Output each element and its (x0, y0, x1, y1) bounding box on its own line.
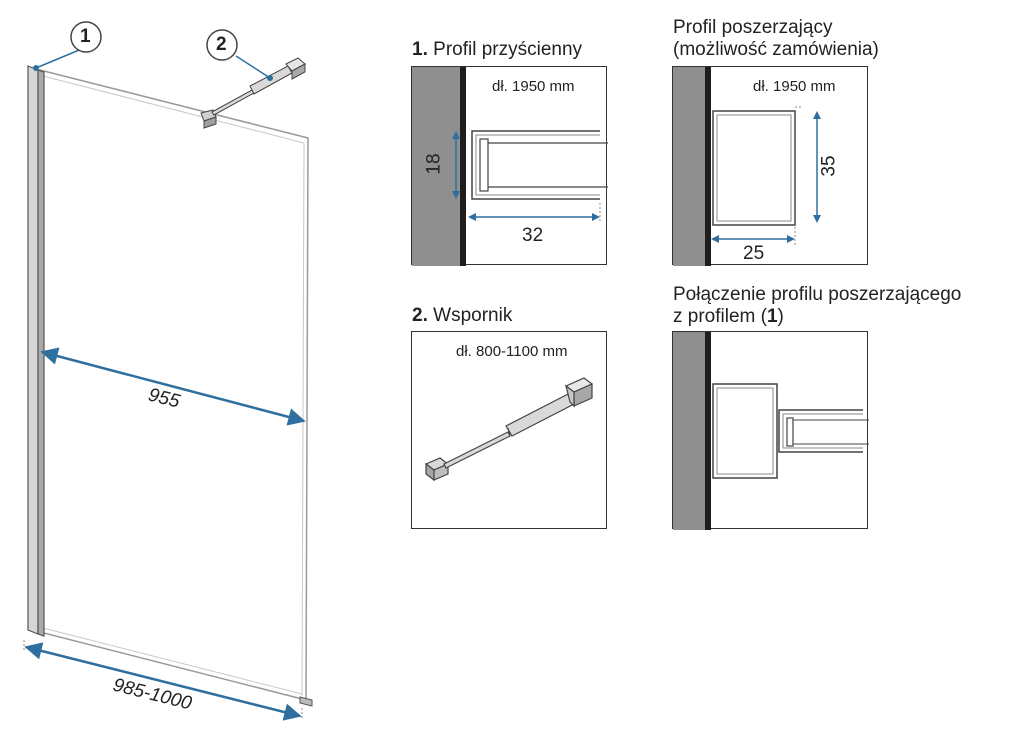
dimension-955-line (40, 347, 306, 426)
bracket-length: dł. 800-1100 mm (456, 343, 568, 360)
callout-1-leader (35, 47, 85, 69)
panel-foot (299, 696, 313, 707)
wall-profile-length: dł. 1950 mm (492, 78, 575, 95)
bracket-box: dł. 800-1100 mm (411, 331, 607, 529)
callout-2-number: 2 (216, 34, 227, 55)
wall-profile-box: dł. 1950 mm 18 32 (411, 66, 608, 266)
connection-title-1: Połączenie profilu poszerzającego (673, 284, 962, 305)
wall-profile-bar (27, 65, 45, 637)
extension-profile-section-drawing (673, 67, 821, 266)
extension-profile-title-2: (możliwość zamówienia) (673, 39, 879, 60)
connection-title-2: z profilem (1) (673, 306, 784, 327)
callout-2-circle (206, 29, 238, 61)
callout-1-dot (33, 65, 39, 71)
callout-1-number: 1 (80, 26, 91, 47)
connection-section-drawing (673, 332, 869, 530)
wall-profile-dim-32: 32 (522, 225, 544, 246)
glass-panel (39, 69, 309, 701)
callout-1-circle (70, 21, 102, 53)
wall-profile-dim-18: 18 (423, 153, 445, 175)
extension-profile-box: dł. 1950 mm 35 25 (672, 66, 868, 266)
dimension-985-line (24, 642, 302, 721)
connection-box (672, 331, 869, 530)
bracket-title: 2. Wspornik (412, 305, 513, 326)
callout-2-dot (267, 75, 273, 81)
bracket-detail-drawing (424, 377, 594, 482)
wall-profile-title: 1. Profil przyścienny (412, 39, 583, 60)
extension-profile-title-1: Profil poszerzający (673, 17, 833, 38)
extension-profile-dim-35: 35 (818, 155, 840, 177)
extension-profile-length: dł. 1950 mm (753, 78, 836, 95)
extension-profile-dim-25: 25 (743, 243, 765, 264)
wall-profile-section-drawing (412, 67, 608, 266)
callout-2-leader (235, 55, 271, 79)
